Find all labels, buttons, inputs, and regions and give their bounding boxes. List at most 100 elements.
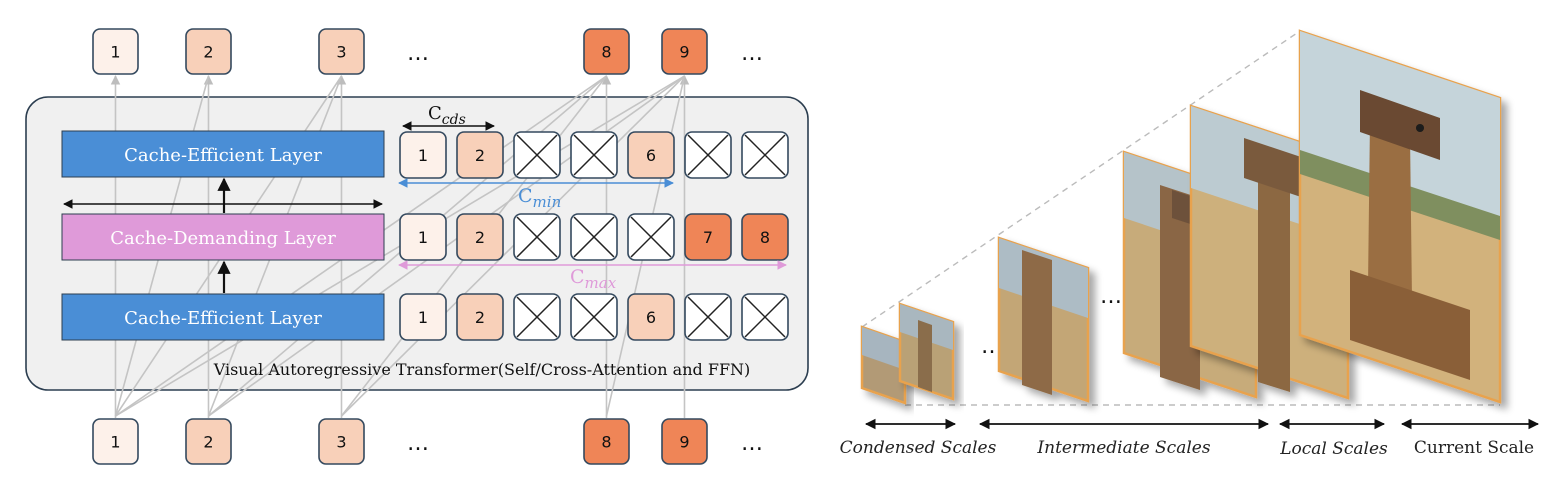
evicted-cross-icon xyxy=(516,216,558,258)
input-token-8-label: 8 xyxy=(601,433,611,452)
current-frame xyxy=(1298,29,1502,404)
scale-ranges: Condensed Scales Intermediate Scales Loc… xyxy=(840,418,1540,459)
output-token-1: 1 xyxy=(92,28,139,75)
cache-demanding-layer xyxy=(61,213,385,261)
transformer-caption: Visual Autoregressive Transformer(Self/C… xyxy=(213,360,751,379)
input-token-9-box xyxy=(661,418,708,465)
current-giraffe-eye xyxy=(1416,124,1424,132)
output-token-8: 8 xyxy=(583,28,630,75)
intermediate-giraffe-1 xyxy=(1022,250,1052,395)
cache-token-7: 7 xyxy=(684,213,732,261)
evicted-cache-slot xyxy=(684,131,732,179)
input-token-2: 2 xyxy=(185,418,232,465)
evicted-cache-slot xyxy=(513,293,561,341)
kv-cache-row-1: 1 2 6 xyxy=(399,131,789,179)
top-ellipsis-1: … xyxy=(407,41,429,66)
evicted-cache-slot xyxy=(570,213,618,261)
cache-efficient-layer-bottom-label: Cache-Efficient Layer xyxy=(124,308,322,329)
cache-token-7-label: 7 xyxy=(703,228,713,247)
evicted-cache-slot xyxy=(513,213,561,261)
bottom-ellipsis-2: … xyxy=(741,431,763,456)
cache-token-6-label: 6 xyxy=(646,308,656,327)
evicted-cross-icon xyxy=(744,134,786,176)
cache-token-1-box xyxy=(399,131,447,179)
cache-token-6: 6 xyxy=(627,131,675,179)
cache-token-6: 6 xyxy=(627,293,675,341)
c-max-sub: max xyxy=(585,274,617,292)
layer-top: Cache-Efficient Layer xyxy=(61,130,385,178)
cache-token-2-label: 2 xyxy=(475,308,485,327)
current-giraffe-body xyxy=(1350,270,1470,380)
kv-cache-row-3: 1 2 6 xyxy=(399,293,789,341)
output-token-9: 9 xyxy=(661,28,708,75)
kv-cache-rows: 1 2 6 1 2 7 8 1 2 6 xyxy=(399,131,789,341)
multiscale-panel: … … xyxy=(840,29,1540,459)
cache-token-7-box xyxy=(684,213,732,261)
condensed-frame-1 xyxy=(860,325,907,405)
cache-token-2: 2 xyxy=(456,131,504,179)
evicted-cache-slot xyxy=(684,293,732,341)
cache-token-1: 1 xyxy=(399,213,447,261)
output-token-3: 3 xyxy=(318,28,365,75)
output-token-9-box xyxy=(661,28,708,75)
ellipsis-scale-2: … xyxy=(1100,284,1122,309)
kv-cache-row-2: 1 2 7 8 xyxy=(399,213,789,261)
input-token-1-box xyxy=(92,418,139,465)
evicted-cross-icon xyxy=(516,296,558,338)
evicted-cross-icon xyxy=(573,296,615,338)
input-token-3-box xyxy=(318,418,365,465)
output-token-2-box xyxy=(185,28,232,75)
condensed-sky-1 xyxy=(862,327,905,370)
ellipsis-scale-1: … xyxy=(981,334,1003,359)
cache-efficient-layer-top-label: Cache-Efficient Layer xyxy=(124,145,322,166)
c-cds-label: Ccds xyxy=(428,103,466,128)
cache-token-2-box xyxy=(456,213,504,261)
c-cds-main: C xyxy=(428,103,442,124)
cache-token-1-box xyxy=(399,293,447,341)
c-max-label: Cmax xyxy=(570,266,617,292)
c-cds-sub: cds xyxy=(442,112,466,128)
evicted-cross-icon xyxy=(744,296,786,338)
intermediate-scales-label: Intermediate Scales xyxy=(1036,438,1210,458)
local-giraffe xyxy=(1258,150,1290,392)
input-token-2-label: 2 xyxy=(203,433,213,452)
output-token-8-box xyxy=(583,28,630,75)
output-token-1-box xyxy=(92,28,139,75)
output-token-1-label: 1 xyxy=(110,43,120,62)
evicted-cache-slot xyxy=(570,293,618,341)
c-min-label: Cmin xyxy=(518,185,561,211)
output-token-3-box xyxy=(318,28,365,75)
cache-token-2-box xyxy=(456,293,504,341)
perspective-guides xyxy=(861,30,1500,406)
local-scales-label: Local Scales xyxy=(1279,439,1388,459)
evicted-cross-icon xyxy=(516,134,558,176)
evicted-cache-slot xyxy=(741,131,789,179)
input-token-8: 8 xyxy=(583,418,630,465)
cache-token-1: 1 xyxy=(399,293,447,341)
evicted-cross-icon xyxy=(573,216,615,258)
evicted-cache-slot xyxy=(570,131,618,179)
cache-token-6-box xyxy=(627,131,675,179)
c-min-sub: min xyxy=(533,193,562,211)
transformer-panel: Cache-Efficient Layer Cache-Demanding La… xyxy=(25,75,809,418)
cache-token-2: 2 xyxy=(456,213,504,261)
c-cds-marker: Ccds xyxy=(402,103,495,131)
output-token-3-label: 3 xyxy=(336,43,346,62)
cache-token-2-label: 2 xyxy=(475,228,485,247)
cache-token-1-label: 1 xyxy=(418,228,428,247)
cache-efficient-layer-top xyxy=(61,130,385,178)
evicted-cross-icon xyxy=(630,216,672,258)
input-token-1-label: 1 xyxy=(110,433,120,452)
attention-line xyxy=(340,75,686,417)
condensed-giraffe-2 xyxy=(918,320,932,392)
cache-token-2-label: 2 xyxy=(475,146,485,165)
cache-token-1: 1 xyxy=(399,131,447,179)
cache-token-8-box xyxy=(741,213,789,261)
intermediate-frame-1 xyxy=(997,236,1090,403)
cache-token-8-label: 8 xyxy=(760,228,770,247)
c-max-main: C xyxy=(570,266,585,288)
output-token-9-label: 9 xyxy=(679,43,689,62)
output-token-8-label: 8 xyxy=(601,43,611,62)
input-token-9-label: 9 xyxy=(679,433,689,452)
